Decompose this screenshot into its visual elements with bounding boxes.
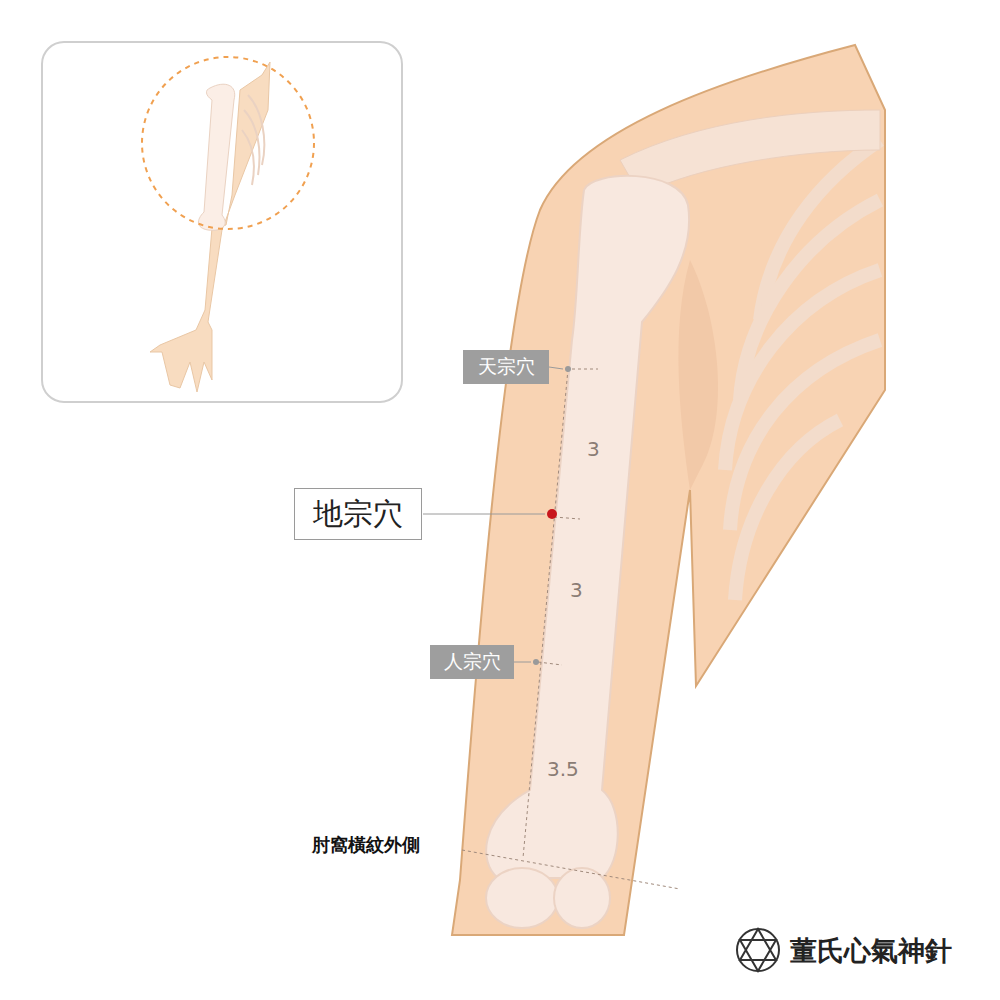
radius-head — [486, 868, 558, 928]
ulna-head — [554, 868, 610, 928]
skin — [452, 45, 885, 935]
inset-arm — [142, 57, 314, 392]
point-name: 地宗穴 — [313, 494, 403, 535]
point-dot — [533, 659, 539, 665]
logo — [737, 929, 779, 971]
shadow — [678, 260, 718, 490]
ribs — [725, 140, 880, 600]
point-dot — [565, 366, 571, 372]
leader-lines — [423, 367, 563, 662]
point-label-box: 地宗穴 — [294, 488, 422, 540]
inset-frame — [42, 42, 402, 402]
dimension: 3 — [587, 437, 600, 461]
acupoint-dot — [547, 509, 557, 519]
dimension: 3.5 — [547, 757, 579, 781]
dimension: 3 — [570, 578, 583, 602]
humerus — [486, 176, 689, 878]
point-label-box: 人宗穴 — [430, 645, 514, 679]
landmark-note: 肘窩橫紋外側 — [312, 833, 420, 857]
watermark: 董氏心氣神針 — [790, 933, 952, 969]
point-label-box: 天宗穴 — [463, 350, 549, 384]
measure-lines — [462, 369, 680, 889]
point-name: 天宗穴 — [478, 354, 535, 380]
point-name: 人宗穴 — [444, 649, 501, 675]
